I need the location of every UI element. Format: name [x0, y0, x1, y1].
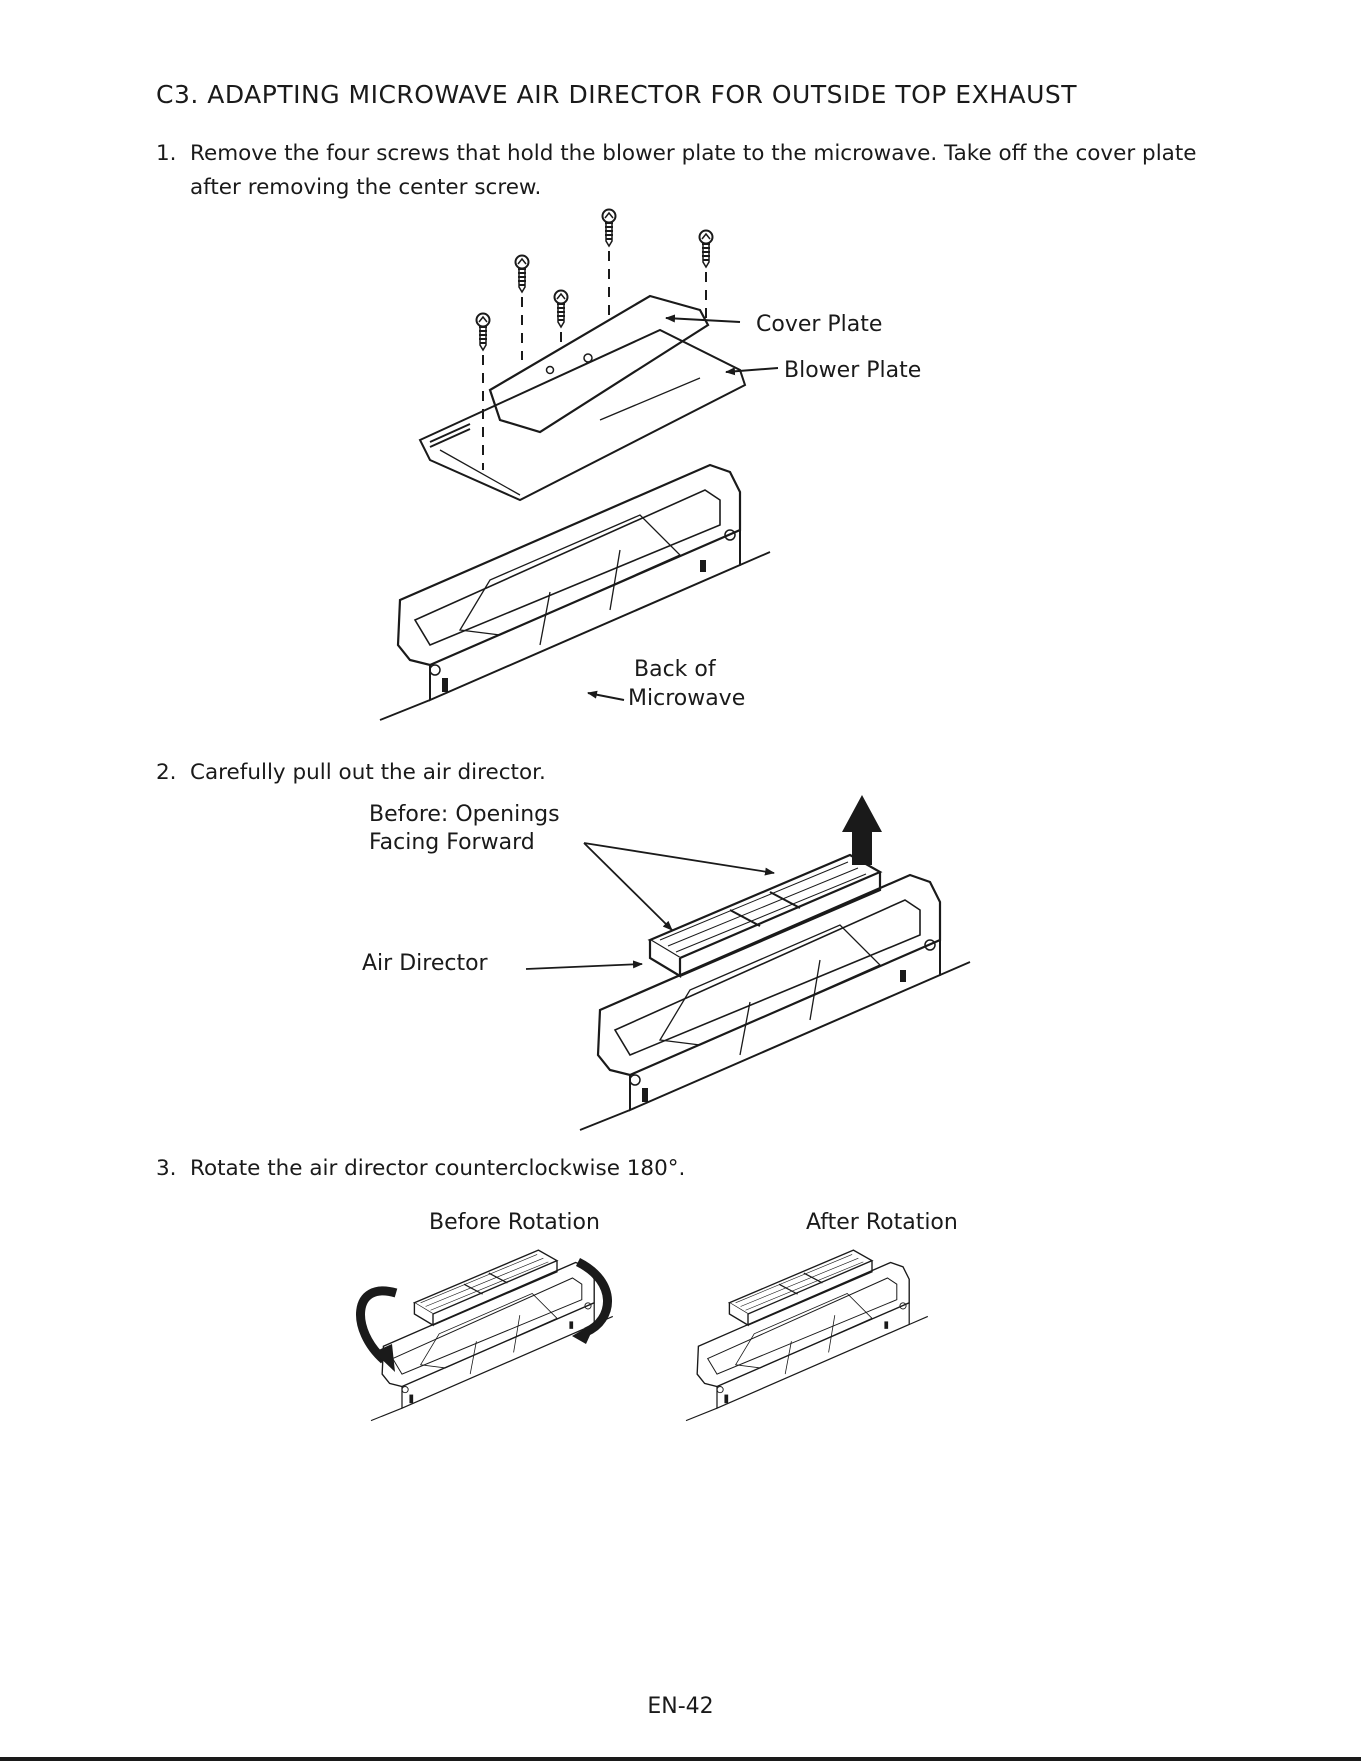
blower-plate-label: Blower Plate — [784, 358, 921, 383]
back-of-microwave-label-line1: Back of — [634, 657, 717, 682]
after-rotation-label: After Rotation — [806, 1210, 958, 1235]
rotate-arrow-right-icon — [575, 1257, 612, 1337]
air-director-label: Air Director — [362, 951, 489, 976]
step-1: 1. Remove the four screws that hold the … — [156, 137, 1216, 205]
back-of-microwave-label-line2: Microwave — [628, 686, 745, 711]
step-2: 2. Carefully pull out the air director. — [156, 756, 1216, 790]
screw-icon — [601, 208, 617, 247]
cover-plate — [488, 294, 710, 434]
blower-plate — [418, 328, 747, 502]
figure-3-rotation: Before Rotation After Rotation — [356, 1210, 958, 1422]
bottom-rule — [0, 1757, 1361, 1761]
step-number: 1. — [156, 141, 177, 166]
screw-icon — [475, 312, 491, 351]
step-number: 3. — [156, 1156, 177, 1181]
screw-icon — [553, 289, 569, 328]
step-text: Remove the four screws that hold the blo… — [190, 141, 1197, 200]
figure-2-air-director: Before: Openings Facing Forward Air Dire… — [362, 795, 972, 1132]
section-title: C3. ADAPTING MICROWAVE AIR DIRECTOR FOR … — [156, 80, 1078, 109]
cover-plate-label: Cover Plate — [756, 312, 882, 337]
before-rotation-label: Before Rotation — [429, 1210, 600, 1235]
step-3: 3. Rotate the air director counterclockw… — [156, 1152, 1216, 1186]
after-rotation-diagram — [685, 1249, 929, 1422]
screw-icon — [514, 254, 530, 293]
screw-icon — [698, 229, 714, 268]
step-text: Rotate the air director counterclockwise… — [190, 1156, 686, 1181]
step-text: Carefully pull out the air director. — [190, 760, 546, 785]
step-number: 2. — [156, 760, 177, 785]
rotate-arrow-left-icon — [356, 1286, 398, 1364]
pull-up-arrow-icon — [842, 795, 882, 865]
page-number: EN-42 — [647, 1694, 714, 1719]
before-openings-label-line2: Facing Forward — [369, 830, 535, 855]
figure-1-blower-plate: Cover Plate Blower Plate Back of Microwa… — [378, 208, 921, 722]
before-openings-label-line1: Before: Openings — [369, 802, 560, 827]
